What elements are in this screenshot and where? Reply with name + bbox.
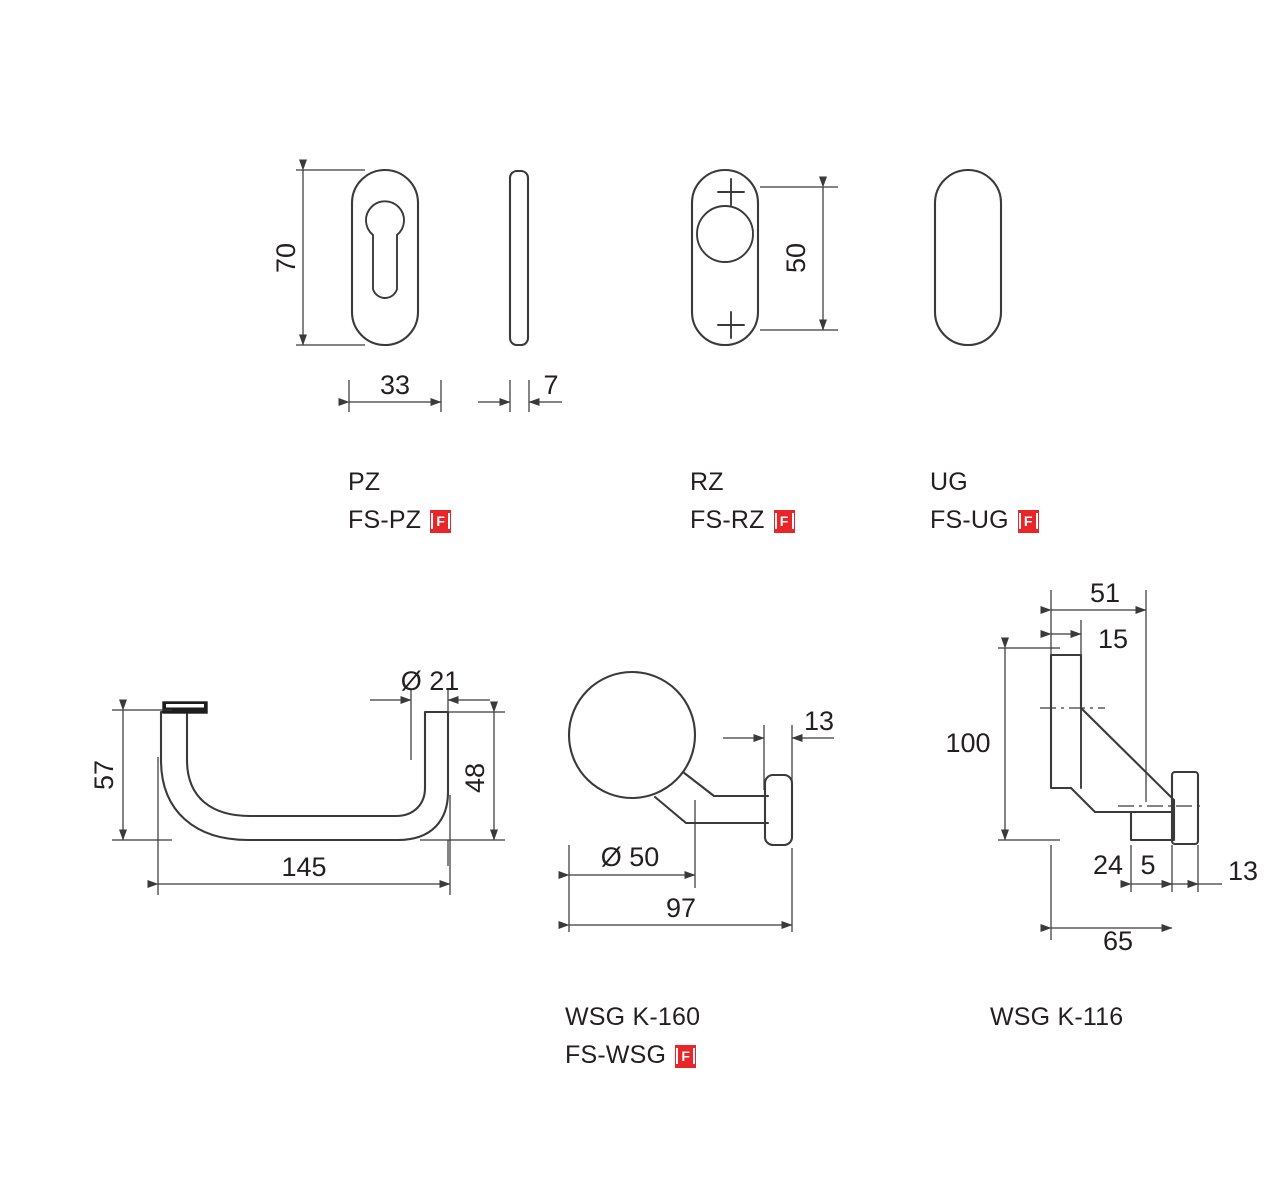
- dimension-value-knob-diameter: Ø 50: [601, 842, 660, 872]
- part-label-pz-line2: FS-PZ F: [348, 501, 452, 539]
- part-label-ug-line2: FS-UG F: [930, 501, 1039, 539]
- dimension-value-lever-height: 57: [89, 760, 119, 790]
- fire-rating-badge-icon: F: [430, 509, 452, 533]
- dimension-value-lever-grip-diameter: Ø 21: [401, 666, 460, 696]
- part-name-ug: UG: [930, 468, 968, 496]
- dimension-rz-centres: 50: [760, 176, 838, 331]
- part-label-rz-line1: RZ: [690, 463, 795, 501]
- dimension-knob-projection: 97: [558, 848, 793, 932]
- pz-escutcheon-front-view: [350, 168, 420, 347]
- dimension-bracket-top-width: 51: [1040, 578, 1147, 802]
- dimension-bracket-offset-group: 24 5 13: [1093, 845, 1258, 892]
- part-label-wsg-k160: WSG K-160 FS-WSG F: [565, 998, 700, 1074]
- dimension-knob-diameter: Ø 50: [558, 800, 696, 932]
- dimension-value-rz-centres: 50: [781, 243, 811, 273]
- wsg-k160-knob-side-view: [567, 670, 794, 847]
- fixing-cross-top: [717, 178, 745, 206]
- ug-escutcheon-front-view: [933, 168, 1003, 347]
- part-label-pz-line1: PZ: [348, 463, 451, 501]
- part-label-pz: PZ FS-PZ F: [348, 463, 452, 539]
- part-label-rz: RZ FS-RZ F: [690, 463, 795, 539]
- dimension-value-pz-width: 33: [380, 370, 410, 400]
- dimension-value-knob-rose-thickness: 13: [804, 706, 834, 736]
- dimension-value-bracket-height: 100: [945, 728, 990, 758]
- dimension-lever-grip-diameter: Ø 21: [370, 666, 490, 760]
- dimension-value-lever-length: 145: [281, 852, 326, 882]
- part-name-wsg-k116: WSG K-116: [990, 1003, 1124, 1031]
- dimension-bracket-height: 100: [945, 637, 1060, 841]
- dimension-knob-rose-thickness: 13: [723, 706, 834, 790]
- part-code-fs-ug: FS-UG: [930, 506, 1009, 534]
- fixing-cross-bottom: [717, 311, 745, 339]
- dimension-pz-height: 70: [271, 159, 365, 346]
- part-label-wsg-k116-line1: WSG K-116: [990, 998, 1123, 1036]
- dimension-value-knob-projection: 97: [666, 893, 696, 923]
- part-code-fs-pz: FS-PZ: [348, 506, 422, 534]
- fire-rating-badge-icon: F: [675, 1044, 697, 1068]
- fire-rating-badge-icon: F: [1017, 509, 1039, 533]
- dimension-value-bracket-rose-thickness: 13: [1228, 856, 1258, 886]
- dimension-pz-width: 33: [338, 370, 442, 412]
- part-label-wsg-k160-line1: WSG K-160: [565, 998, 700, 1036]
- pz-escutcheon-side-view: [508, 169, 530, 347]
- rz-escutcheon-front-view: [690, 168, 760, 347]
- dimension-value-pz-thickness: 7: [543, 370, 558, 400]
- part-code-fs-rz: FS-RZ: [690, 506, 765, 534]
- fire-rating-badge-icon: F: [773, 509, 795, 533]
- dimension-value-bracket-top-width: 51: [1090, 578, 1120, 608]
- part-label-rz-line2: FS-RZ F: [690, 501, 795, 539]
- dimension-lever-grip-height: 48: [420, 701, 505, 841]
- part-code-fs-wsg: FS-WSG: [565, 1041, 667, 1069]
- dimension-value-pz-height: 70: [271, 243, 301, 273]
- part-name-rz: RZ: [690, 468, 724, 496]
- dimension-value-bracket-width: 65: [1103, 926, 1133, 956]
- dimension-value-lever-grip-height: 48: [460, 763, 490, 793]
- part-name-pz: PZ: [348, 468, 381, 496]
- part-label-wsg-k160-line2: FS-WSG F: [565, 1036, 700, 1074]
- dimension-bracket-width: 65: [1040, 845, 1173, 956]
- dimension-lever-length: 145: [147, 757, 451, 895]
- dimension-bracket-post-width: 15: [1040, 620, 1128, 660]
- part-label-ug: UG FS-UG F: [930, 463, 1039, 539]
- dimension-value-bracket-post-width: 15: [1098, 624, 1128, 654]
- part-label-ug-line1: UG: [930, 463, 1039, 501]
- wsg-k116-bracket-side-view: [1040, 653, 1200, 846]
- dimension-value-bracket-step: 5: [1140, 850, 1155, 880]
- lever-handle-side-view: [159, 701, 450, 842]
- dimension-value-bracket-offset: 24: [1093, 850, 1123, 880]
- part-name-wsg-k160: WSG K-160: [565, 1003, 701, 1031]
- dimension-pz-thickness: 7: [478, 370, 562, 412]
- part-label-wsg-k116: WSG K-116: [990, 998, 1123, 1036]
- dimension-lever-height: 57: [89, 699, 172, 841]
